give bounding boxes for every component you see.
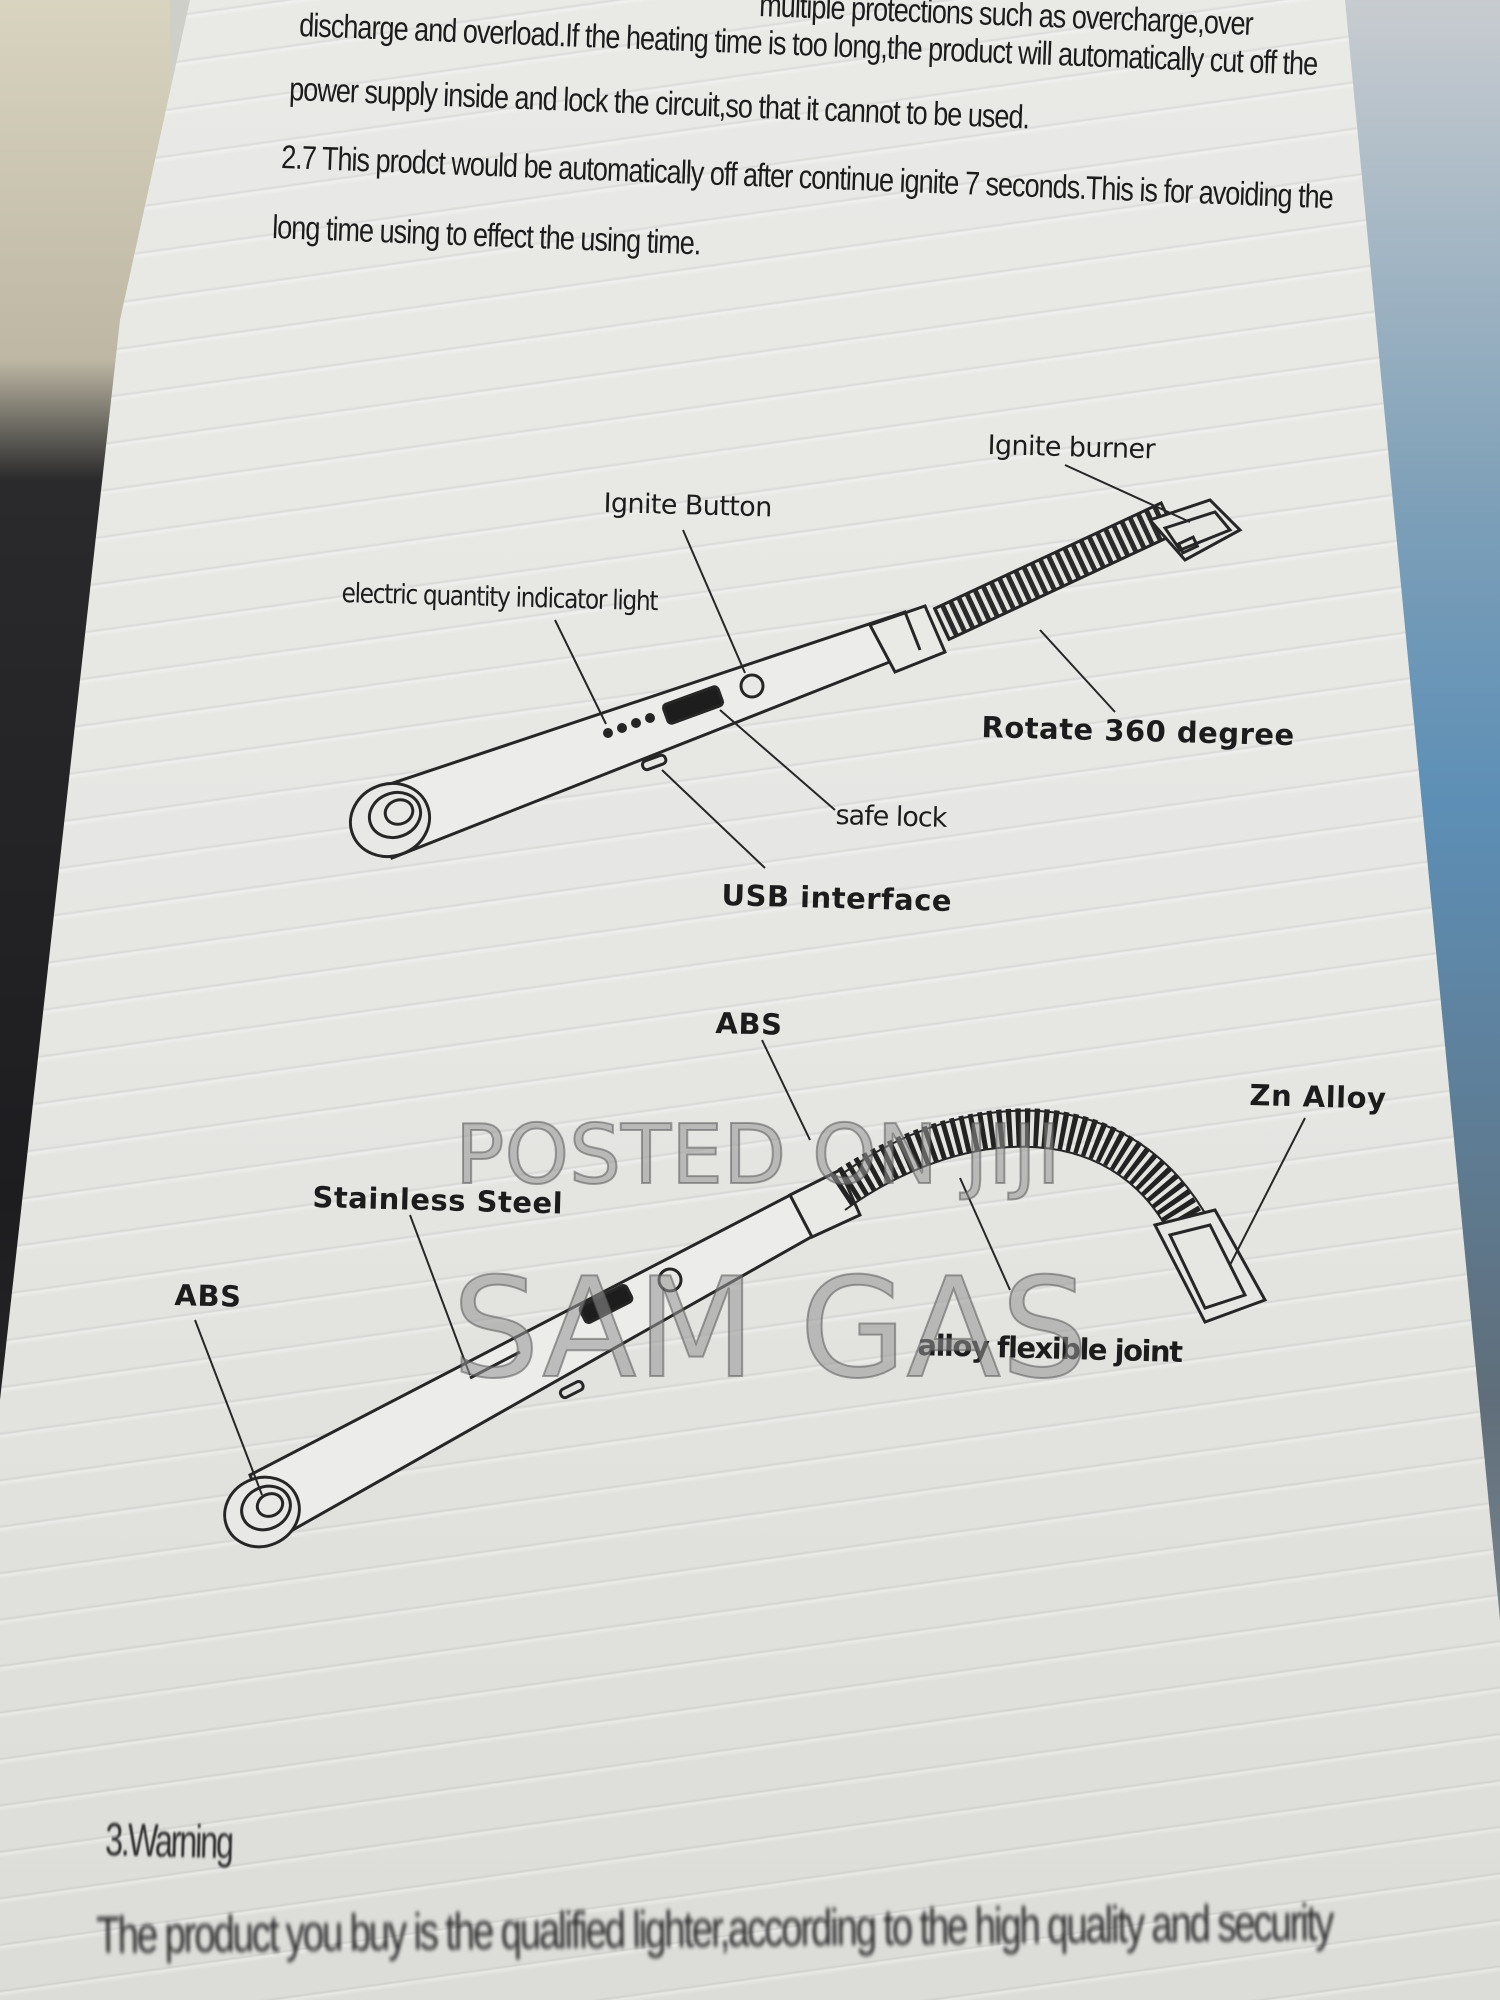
bottom-lighter-illustration [223,1108,1268,1549]
label-usb-interface: USB interface [721,878,953,919]
label-safe-lock: safe lock [835,800,947,834]
top-lighter-illustration [348,498,1243,860]
label-ignite-burner: Ignite burner [987,430,1156,466]
label-ignite-button: Ignite Button [603,488,773,524]
watermark-sam-gas: SAM GAS [451,1247,1089,1410]
warning-heading: 3.Warning [104,1812,233,1869]
watermark-posted-on-jiji: POSTED ON JIJI [454,1107,1062,1204]
label-zn-alloy: Zn Alloy [1249,1078,1387,1116]
label-abs-left: ABS [174,1278,242,1314]
label-abs-top: ABS [715,1006,783,1042]
